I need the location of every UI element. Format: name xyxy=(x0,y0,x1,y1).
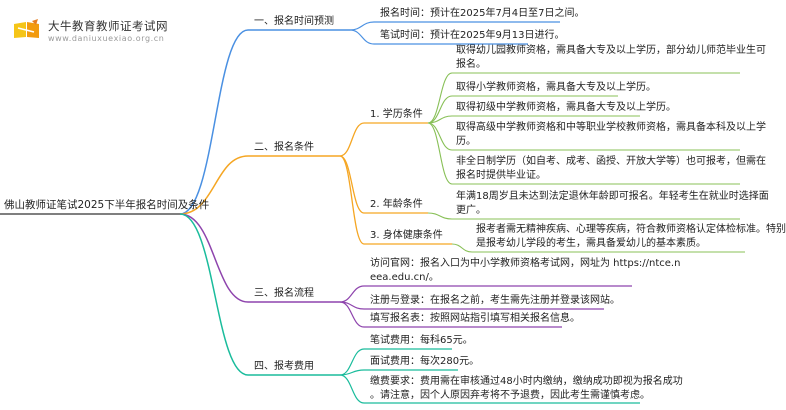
site-logo[interactable]: 大牛教育教师证考试网 www.daniuxuexiao.org.cn xyxy=(4,6,214,46)
branch-conditions[interactable]: 二、报名条件 xyxy=(254,142,314,153)
leaf-senior-vocational-line-2: 历。 xyxy=(456,136,476,147)
connector-leaf-2-1-5 xyxy=(427,122,453,185)
logo-title: 大牛教育教师证考试网 xyxy=(48,19,168,33)
connector-leaf-2-1-2 xyxy=(427,95,453,124)
connector-leaf-2-1-3 xyxy=(427,115,453,124)
leaf-written-fee[interactable]: 笔试费用：每科65元。 xyxy=(370,334,473,348)
leaf-exam-time[interactable]: 笔试时间：预计在2025年9月13日进行。 xyxy=(380,30,565,41)
book-pencil-icon xyxy=(14,19,39,38)
leaf-part-time-line-1: 非全日制学历（如自考、成考、函授、开放大学等）也可报考，但需在 xyxy=(456,156,766,167)
leaf-part-time-line-2: 报名时提供毕业证。 xyxy=(456,170,546,181)
leaf-kindergarten-line-2: 报名。 xyxy=(456,59,486,70)
leaf-age[interactable]: 年满18周岁且未达到法定退休年龄即可报名。年轻考生在就业时选择面 更广。 xyxy=(456,190,769,218)
sub-education[interactable]: 1. 学历条件 xyxy=(370,109,423,120)
connector-branch-2 xyxy=(179,155,249,215)
logo-url: www.daniuxuexiao.org.cn xyxy=(48,34,165,43)
connector-leaf-1-1 xyxy=(349,21,375,31)
leaf-official-site-line-2: eea.edu.cn/。 xyxy=(370,272,439,283)
mindmap-connectors xyxy=(0,21,745,404)
branch-time-prediction[interactable]: 一、报名时间预测 xyxy=(254,16,334,27)
leaf-register-login[interactable]: 注册与登录：在报名之前，考生需先注册并登录该网站。 xyxy=(370,294,620,308)
leaf-interview-fee[interactable]: 面试费用：每次280元。 xyxy=(370,355,479,369)
branch-fees[interactable]: 四、报考费用 xyxy=(254,361,314,372)
leaf-age-line-2: 更广。 xyxy=(456,205,486,216)
connector-branch-1 xyxy=(179,29,249,215)
connector-leaf-2-1-4 xyxy=(427,122,453,151)
leaf-health[interactable]: 报考者需无精神疾病、心理等疾病，符合教师资格认定体检标准。特别 是报考幼儿学段的… xyxy=(476,223,786,251)
leaf-registration-time[interactable]: 报名时间：预计在2025年7月4日至7日之间。 xyxy=(380,8,585,19)
connector-branch-3 xyxy=(179,213,249,303)
connector-leaf-4-3 xyxy=(339,374,365,404)
branch-process[interactable]: 三、报名流程 xyxy=(254,288,314,299)
leaf-health-line-1: 报考者需无精神疾病、心理等疾病，符合教师资格认定体检标准。特别 xyxy=(476,224,786,235)
connector-leaf-2-1-1 xyxy=(427,72,453,124)
connector-leaf-3-3 xyxy=(339,301,365,328)
leaf-senior-vocational[interactable]: 取得高级中学教师资格和中等职业学校教师资格，需具备本科及以上学 历。 xyxy=(456,121,766,149)
connector-leaf-2-3-1 xyxy=(451,243,473,253)
leaf-kindergarten-line-1: 取得幼儿园教师资格，需具备大专及以上学历，部分幼儿师范毕业生可 xyxy=(456,45,766,56)
leaf-senior-vocational-line-1: 取得高级中学教师资格和中等职业学校教师资格，需具备本科及以上学 xyxy=(456,122,766,133)
leaf-fill-form[interactable]: 填写报名表：按照网站指引填写相关报名信息。 xyxy=(370,312,580,326)
leaf-fill-form-line-1: 填写报名表：按照网站指引填写相关报名信息。 xyxy=(370,313,580,324)
leaf-junior-middle-line-1: 取得初级中学教师资格，需具备大专及以上学历。 xyxy=(456,102,676,113)
leaf-junior-middle[interactable]: 取得初级中学教师资格，需具备大专及以上学历。 xyxy=(456,101,676,115)
leaf-register-login-line-1: 注册与登录：在报名之前，考生需先注册并登录该网站。 xyxy=(370,295,620,306)
connector-leaf-1-2 xyxy=(349,29,375,45)
connector-branch-4 xyxy=(179,213,249,376)
leaf-interview-fee-line-1: 面试费用：每次280元。 xyxy=(370,356,480,367)
leaf-payment-requirement[interactable]: 缴费要求：费用需在审核通过48小时内缴纳，缴纳成功即视为报名成功 。请注意，因个… xyxy=(370,375,683,403)
leaf-part-time[interactable]: 非全日制学历（如自考、成考、函授、开放大学等）也可报考，但需在 报名时提供毕业证… xyxy=(456,155,766,183)
leaf-primary[interactable]: 取得小学教师资格，需具备大专及以上学历。 xyxy=(456,81,656,95)
leaf-age-line-1: 年满18周岁且未达到法定退休年龄即可报名。年轻考生在就业时选择面 xyxy=(456,191,769,202)
leaf-health-line-2: 是报考幼儿学段的考生，需具备爱幼儿的基本素质。 xyxy=(476,238,706,249)
leaf-kindergarten[interactable]: 取得幼儿园教师资格，需具备大专及以上学历，部分幼儿师范毕业生可 报名。 xyxy=(456,44,766,72)
leaf-official-site[interactable]: 访问官网：报名入口为中小学教师资格考试网，网址为 https://ntce.n … xyxy=(370,257,680,285)
leaf-payment-requirement-line-1: 缴费要求：费用需在审核通过48小时内缴纳，缴纳成功即视为报名成功 xyxy=(370,376,683,387)
leaf-primary-line-1: 取得小学教师资格，需具备大专及以上学历。 xyxy=(456,82,656,93)
root-topic[interactable]: 佛山教师证笔试2025下半年报名时间及条件 xyxy=(4,199,210,211)
leaf-official-site-line-1: 访问官网：报名入口为中小学教师资格考试网，网址为 https://ntce.n xyxy=(370,258,681,269)
connector-leaf-3-1 xyxy=(339,285,365,303)
connector-sub-2-1 xyxy=(339,122,365,157)
sub-age[interactable]: 2. 年龄条件 xyxy=(370,199,423,210)
leaf-payment-requirement-line-2: 。请注意，因个人原因弃考将不予退费，因此考生需谨慎考虑。 xyxy=(370,390,650,401)
connector-leaf-2-2-1 xyxy=(427,212,453,220)
connector-leaf-4-2 xyxy=(339,369,365,376)
connector-leaf-4-1 xyxy=(339,348,365,376)
sub-health[interactable]: 3. 身体健康条件 xyxy=(370,230,443,241)
connector-sub-2-3 xyxy=(339,155,365,245)
leaf-written-fee-line-1: 笔试费用：每科65元。 xyxy=(370,335,473,346)
